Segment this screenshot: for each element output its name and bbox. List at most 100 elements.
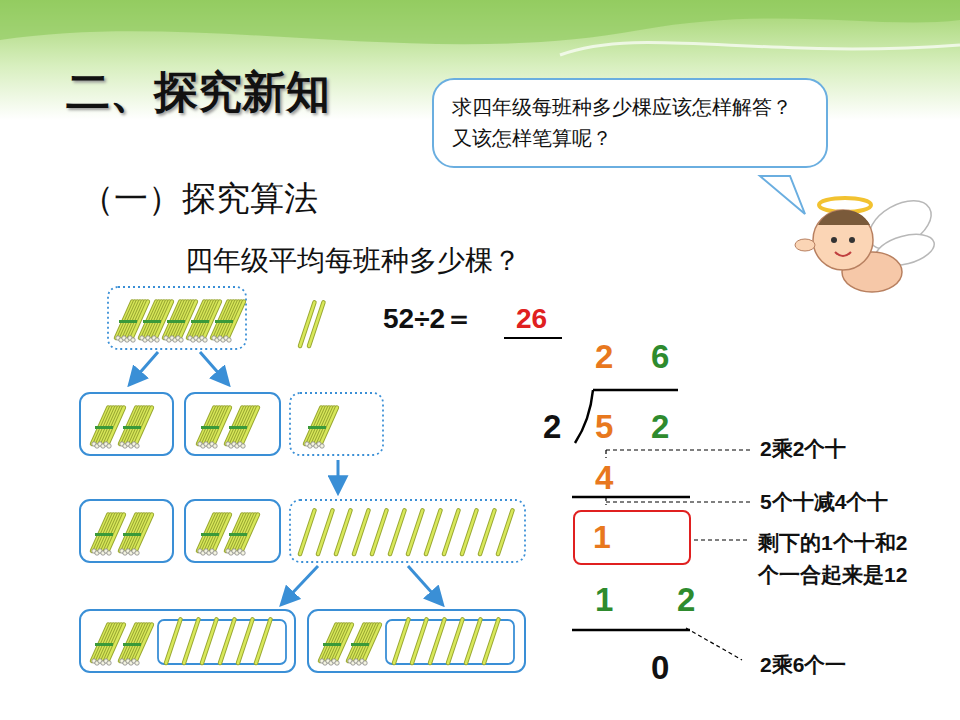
band [143, 320, 161, 323]
stick [133, 514, 149, 551]
speech-bubble: 求四年级每班种多少棵应该怎样解答？又该怎样笔算呢？ [432, 78, 828, 168]
stick [136, 407, 152, 444]
stick [480, 510, 494, 554]
stick [318, 510, 332, 554]
stick-illustration [80, 287, 525, 672]
stick-end [335, 661, 339, 665]
stick-end [107, 444, 111, 448]
stick [466, 619, 480, 663]
stick [225, 301, 241, 338]
stick [336, 510, 350, 554]
stick [462, 510, 476, 554]
group-box [80, 393, 173, 455]
stick [239, 407, 255, 444]
step-note: 剩下的1个十和2个一合起来是12 [758, 527, 908, 590]
stick [408, 510, 422, 554]
stick [390, 510, 404, 554]
stick [426, 510, 440, 554]
stick [256, 619, 270, 663]
stick [136, 514, 152, 551]
group-box [108, 287, 246, 349]
stick [242, 407, 258, 444]
stick [390, 510, 404, 554]
slide-title: 二、探究新知 [66, 66, 330, 119]
stick [166, 619, 180, 663]
band [123, 426, 141, 429]
stick [136, 624, 152, 661]
stick [211, 407, 227, 444]
step-note: 2乘6个一 [758, 652, 848, 677]
stick [318, 510, 332, 554]
stick [321, 407, 337, 444]
band [215, 320, 233, 323]
group-box [185, 393, 280, 455]
stick [300, 510, 314, 554]
stick [318, 407, 334, 444]
stick [202, 619, 216, 663]
stick-end [107, 551, 111, 555]
stick [444, 510, 458, 554]
stick [238, 619, 252, 663]
stick [336, 510, 350, 554]
stick-end [107, 661, 111, 665]
stick [372, 510, 386, 554]
stick [242, 514, 258, 551]
stick-end [155, 338, 159, 342]
band [351, 643, 369, 646]
stick-end [203, 338, 207, 342]
stick [256, 619, 270, 663]
stick [242, 407, 258, 444]
stick [318, 407, 334, 444]
band [123, 533, 141, 536]
inner-box [158, 620, 286, 664]
stick [364, 624, 380, 661]
stick [426, 510, 440, 554]
stick [133, 407, 149, 444]
stick-end [320, 444, 324, 448]
stick [361, 624, 377, 661]
stick [354, 510, 368, 554]
dividend-digit: 5 [595, 407, 613, 447]
product-digit: 4 [595, 458, 613, 498]
stick [242, 514, 258, 551]
stick [412, 619, 426, 663]
stick [184, 619, 198, 663]
section-heading: （一）探究算法 [80, 178, 318, 219]
stick [105, 407, 121, 444]
stick [105, 624, 121, 661]
band [95, 643, 113, 646]
highlight-box: 1 [573, 510, 691, 565]
dividend-digit: 2 [651, 407, 669, 447]
band [323, 643, 341, 646]
stick [484, 619, 498, 663]
stick [239, 407, 255, 444]
stick [133, 514, 149, 551]
stick-end [135, 444, 139, 448]
stick [462, 510, 476, 554]
stick [105, 407, 121, 444]
stick [184, 619, 198, 663]
stick [133, 624, 149, 661]
group-box [290, 393, 383, 455]
band [201, 533, 219, 536]
stick [321, 407, 337, 444]
stick [220, 619, 234, 663]
stick [361, 624, 377, 661]
stick [480, 510, 494, 554]
equation: 52÷2＝ [383, 302, 473, 336]
stick-end [241, 551, 245, 555]
stick-end [135, 661, 139, 665]
flow-arrow [130, 352, 442, 604]
divisor-digit: 2 [543, 407, 561, 447]
band [95, 533, 113, 536]
stick-end [213, 444, 217, 448]
stick [498, 510, 512, 554]
stick-end [179, 338, 183, 342]
step-note: 5个十减4个十 [758, 489, 890, 514]
stick-end [363, 661, 367, 665]
stick [133, 624, 149, 661]
stick [309, 302, 323, 346]
remainder-digit: 0 [651, 648, 669, 688]
stick [202, 619, 216, 663]
stick [364, 624, 380, 661]
